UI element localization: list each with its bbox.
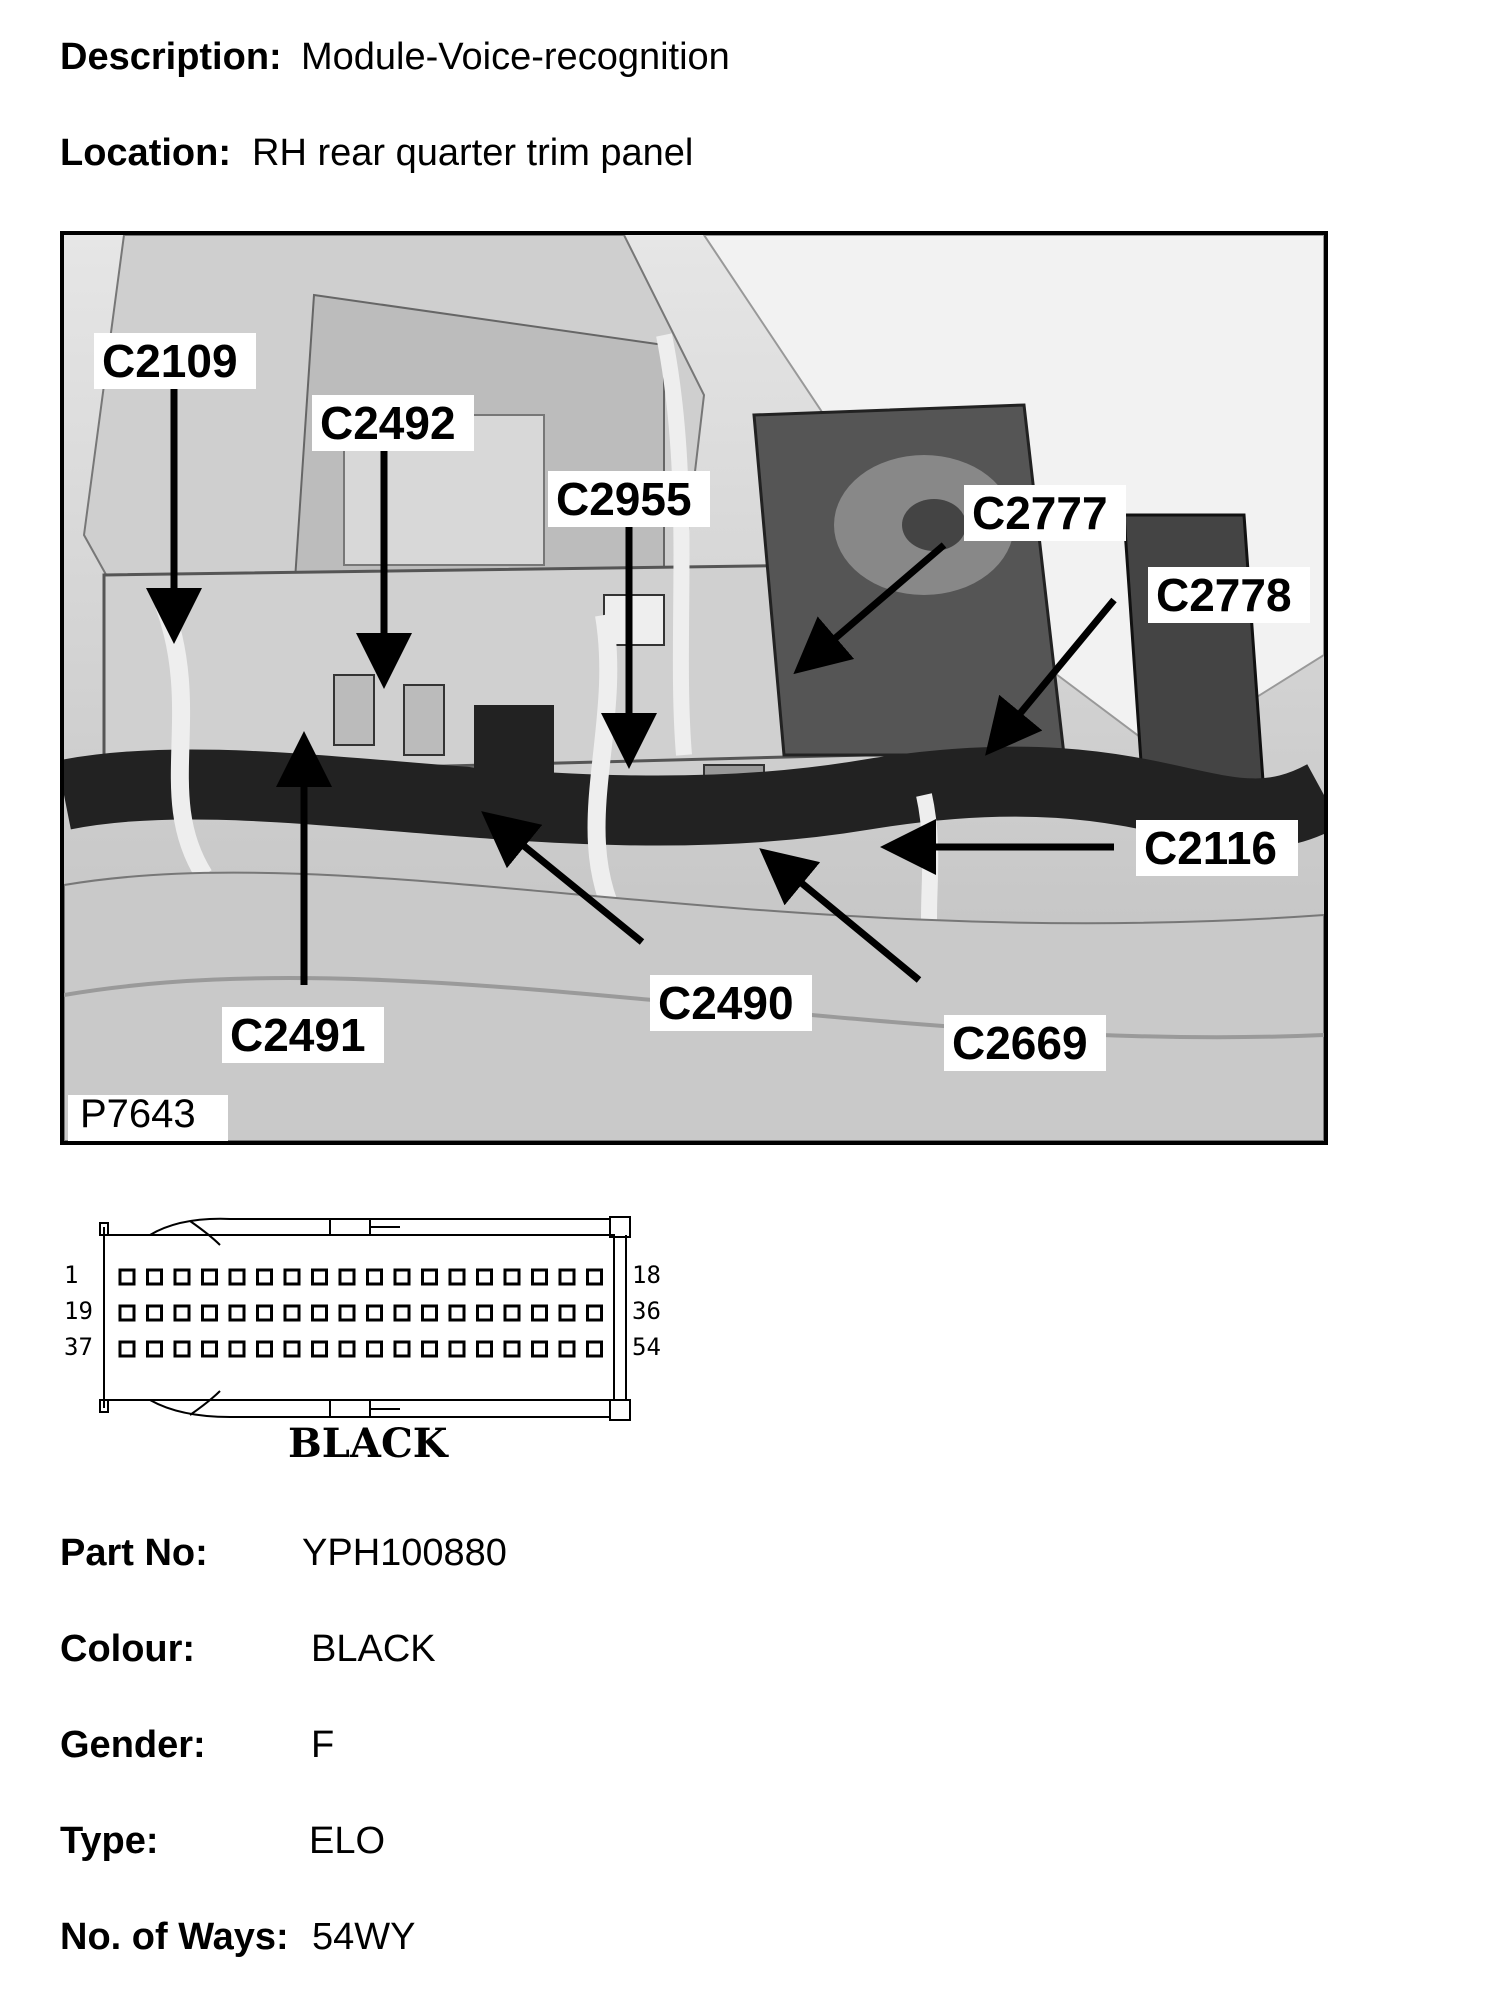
pin-cavity: [476, 1340, 493, 1358]
pin-cavity: [393, 1304, 411, 1322]
ways-value: 54WY: [312, 1916, 416, 1958]
pin-cavity: [146, 1304, 163, 1322]
pin-cavity: [448, 1268, 466, 1286]
pin-cavity: [283, 1304, 301, 1322]
location-label: Location:: [60, 132, 231, 174]
part-no-value: YPH100880: [302, 1532, 507, 1574]
pin-cavity: [531, 1268, 548, 1286]
pin-cavity: [503, 1304, 521, 1322]
gender-label: Gender:: [60, 1724, 206, 1766]
pin-cavity: [558, 1340, 576, 1358]
callout-c2109: C2109: [102, 335, 238, 387]
pin-cavity: [311, 1340, 328, 1358]
pin-cavity: [118, 1340, 136, 1358]
pin-cavity: [586, 1268, 603, 1286]
pin-cavity: [421, 1304, 438, 1322]
pin-cavity: [366, 1340, 383, 1358]
pin-cavity: [366, 1304, 383, 1322]
callout-c2492: C2492: [320, 397, 456, 449]
location-value: RH rear quarter trim panel: [252, 132, 694, 174]
pin-label-19: 19: [64, 1297, 93, 1325]
pin-cavity: [146, 1340, 163, 1358]
pin-cavity: [283, 1268, 301, 1286]
pin-label-1: 1: [64, 1261, 78, 1289]
photo-reference: P7643: [80, 1092, 196, 1136]
pin-cavity: [586, 1304, 603, 1322]
pin-cavity: [173, 1340, 191, 1358]
pin-cavity: [118, 1304, 136, 1322]
description-label: Description:: [60, 36, 282, 78]
pin-cavity: [228, 1268, 246, 1286]
pin-cavity: [201, 1304, 218, 1322]
gender-value: F: [311, 1724, 335, 1766]
type-label: Type:: [60, 1820, 159, 1862]
pin-cavity: [201, 1268, 218, 1286]
pin-cavity: [338, 1268, 356, 1286]
pin-cavity: [283, 1340, 301, 1358]
pin-cavity: [531, 1340, 548, 1358]
pin-cavity: [118, 1268, 136, 1286]
pin-cavity: [228, 1340, 246, 1358]
colour-value: BLACK: [311, 1628, 436, 1670]
part-no-label: Part No:: [60, 1532, 208, 1574]
pin-cavity: [476, 1268, 493, 1286]
callout-c2778: C2778: [1156, 569, 1292, 621]
callout-c2490: C2490: [658, 977, 794, 1029]
pin-cavity: [338, 1340, 356, 1358]
pin-cavity: [311, 1304, 328, 1322]
pin-cavity: [201, 1340, 218, 1358]
pin-cavity: [256, 1268, 273, 1286]
pin-label-36: 36: [632, 1297, 661, 1325]
pin-cavity: [503, 1268, 521, 1286]
description-value: Module-Voice-recognition: [301, 36, 730, 78]
pin-cavity: [393, 1268, 411, 1286]
pin-label-54: 54: [632, 1333, 661, 1361]
pin-cavity: [173, 1268, 191, 1286]
pin-cavity: [448, 1304, 466, 1322]
pin-cavity: [146, 1268, 163, 1286]
callout-c2116: C2116: [1144, 822, 1277, 874]
callout-c2491: C2491: [230, 1009, 366, 1061]
pin-cavity: [531, 1304, 548, 1322]
connector-colour-label: BLACK: [288, 1420, 449, 1465]
type-value: ELO: [309, 1820, 386, 1862]
location-photo: C2109 C2492 C2955 C2777 C2778 C2116 C249…: [60, 231, 1328, 1145]
pin-cavity: [558, 1268, 576, 1286]
pin-cavity: [228, 1304, 246, 1322]
pin-cavity: [421, 1340, 438, 1358]
colour-label: Colour:: [60, 1628, 196, 1670]
pin-cavity: [338, 1304, 356, 1322]
pin-cavity: [173, 1304, 191, 1322]
pin-cavity: [448, 1340, 466, 1358]
pin-label-37: 37: [64, 1333, 93, 1361]
connector-diagram: 1 19 37 18 36 54 BLACK: [60, 1205, 680, 1467]
pin-cavity: [311, 1268, 328, 1286]
ways-label: No. of Ways:: [60, 1916, 289, 1958]
pin-cavity: [393, 1340, 411, 1358]
pin-cavity: [586, 1340, 603, 1358]
pin-label-18: 18: [632, 1261, 661, 1289]
pin-cavity: [366, 1268, 383, 1286]
pin-cavity: [503, 1340, 521, 1358]
pin-cavity: [558, 1304, 576, 1322]
pin-cavity: [256, 1340, 273, 1358]
pin-cavity: [476, 1304, 493, 1322]
callout-c2669: C2669: [952, 1017, 1088, 1069]
callout-c2955: C2955: [556, 473, 692, 525]
callout-c2777: C2777: [972, 487, 1108, 539]
pin-cavity: [421, 1268, 438, 1286]
pin-cavity: [256, 1304, 273, 1322]
